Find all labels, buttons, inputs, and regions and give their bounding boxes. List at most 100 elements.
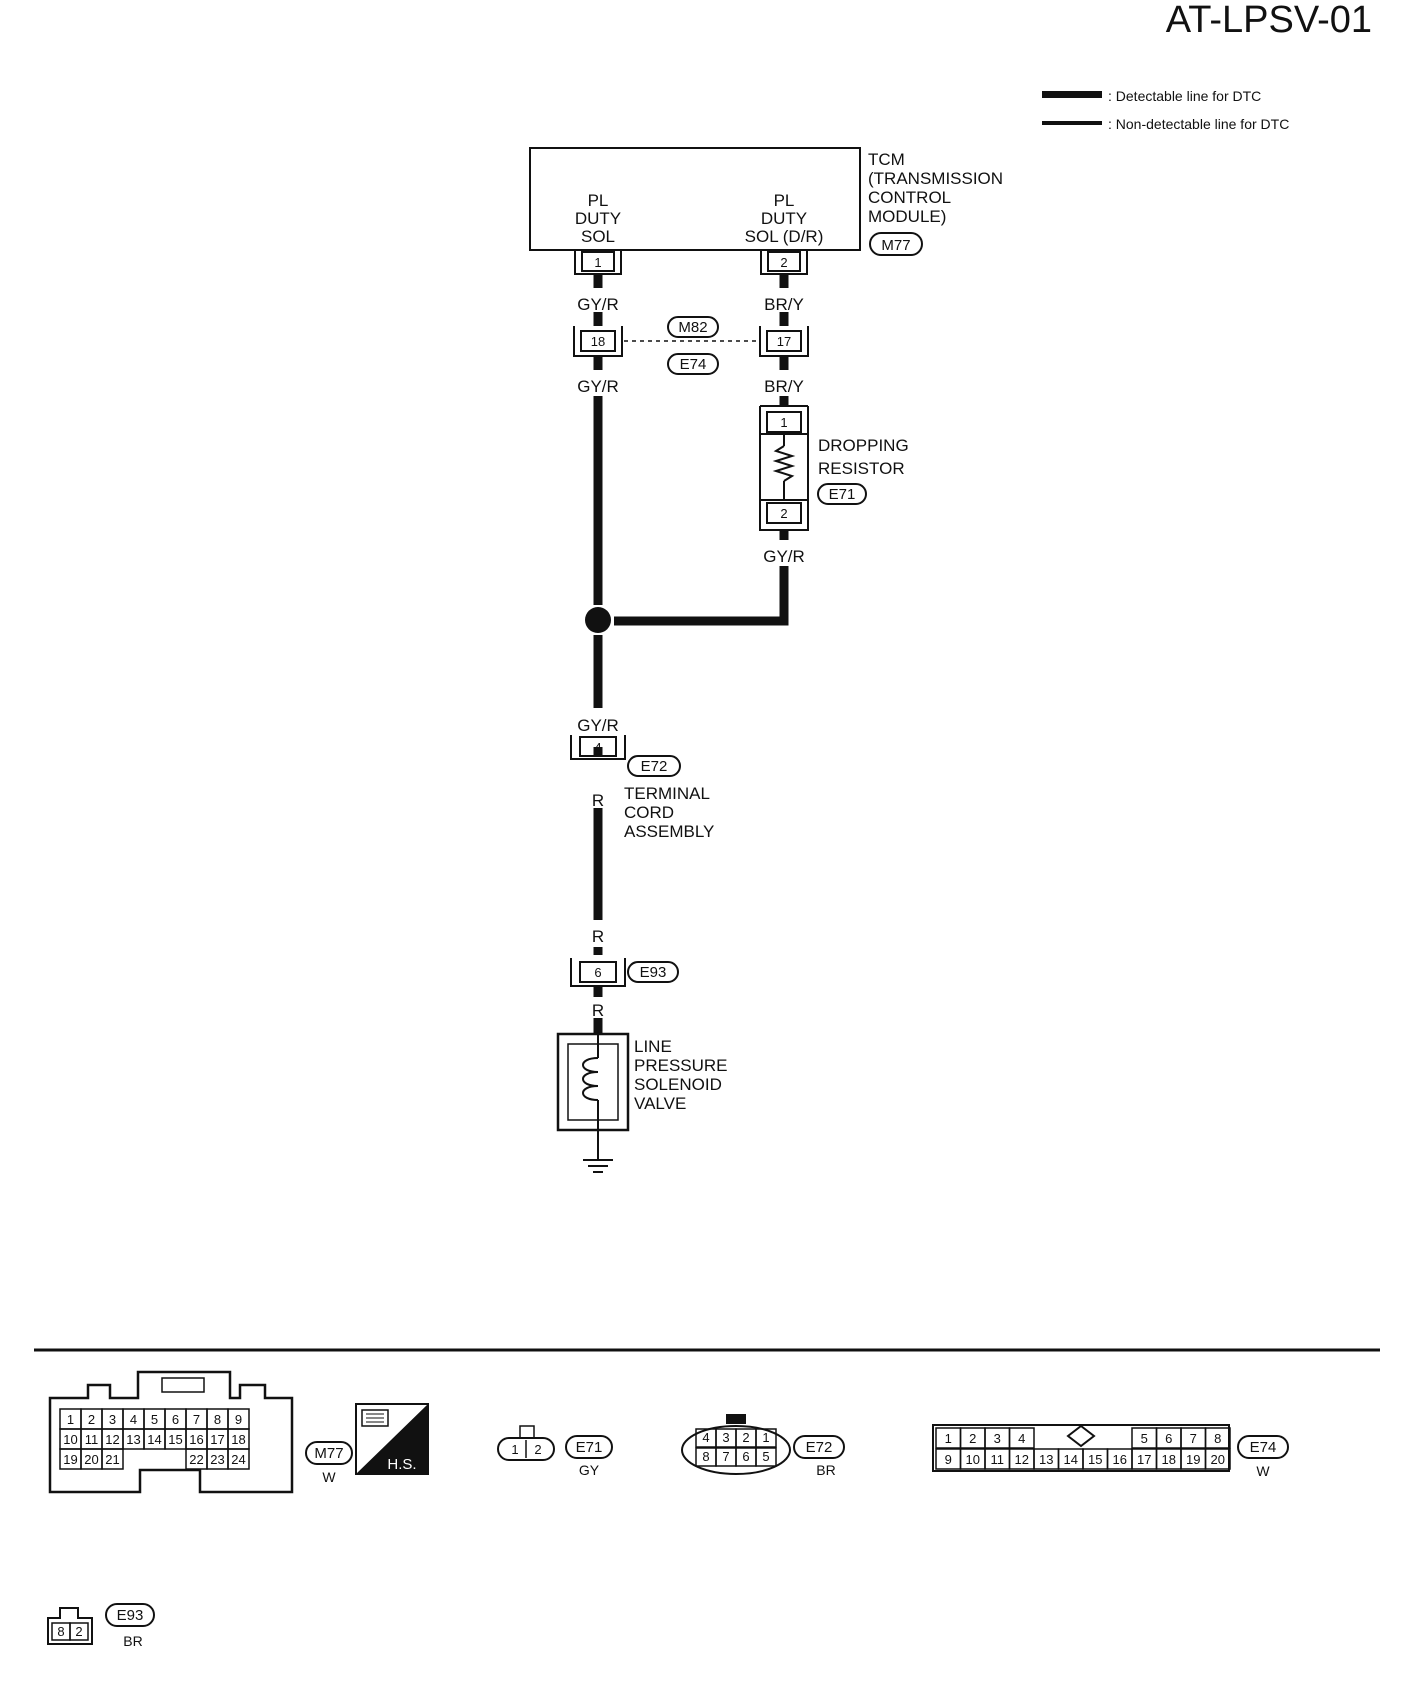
m77-pin-23: 23 xyxy=(210,1452,224,1467)
tcm-pin2-label-3: SOL (D/R) xyxy=(745,227,824,246)
tcm-pin1-label-2: DUTY xyxy=(575,209,621,228)
m77-pin-21: 21 xyxy=(105,1452,119,1467)
joint-code-top: M82 xyxy=(678,319,707,336)
e74-pin-8: 8 xyxy=(1214,1431,1221,1446)
m77-pin-19: 19 xyxy=(63,1452,77,1467)
e74-pin-16: 16 xyxy=(1113,1452,1127,1467)
e74-pin-4: 4 xyxy=(1018,1431,1025,1446)
solenoid-name-1: LINE xyxy=(634,1037,672,1056)
e72-pin-5-cell xyxy=(755,1447,777,1467)
m77-pin-1: 1 xyxy=(67,1412,74,1427)
e72-pin-4: 4 xyxy=(702,1430,709,1445)
wire-right xyxy=(614,274,789,626)
e74-view-color: W xyxy=(1256,1463,1270,1479)
e71-view-pin-2: 2 xyxy=(534,1442,541,1457)
m77-pin-11: 11 xyxy=(85,1432,99,1447)
e74-pin-4-cell xyxy=(1008,1427,1035,1449)
terminal-name-1: TERMINAL xyxy=(624,784,710,803)
e74-pin-20-cell xyxy=(1204,1448,1231,1470)
tcm-name-3: CONTROL xyxy=(868,188,951,207)
m77-pin-24: 24 xyxy=(231,1452,245,1467)
e74-pin-13: 13 xyxy=(1039,1452,1053,1467)
e74-pin-8-cell xyxy=(1204,1427,1231,1449)
dropping-resistor: 1 2 DROPPING RESISTOR E71 xyxy=(759,405,909,531)
e72-pin-3: 3 xyxy=(722,1430,729,1445)
e72-pin-5: 5 xyxy=(762,1449,769,1464)
e74-view-code: E74 xyxy=(1250,1439,1277,1456)
m77-view-color: W xyxy=(322,1469,336,1485)
e72-pin-6: 6 xyxy=(742,1449,749,1464)
m77-pin-13: 13 xyxy=(126,1432,140,1447)
e74-pin-9: 9 xyxy=(945,1452,952,1467)
wire-label-right-top: BR/Y xyxy=(764,295,804,314)
legend-non-detectable-swatch xyxy=(1042,121,1102,125)
legend-non-detectable-text: : Non-detectable line for DTC xyxy=(1108,116,1289,132)
m77-pin-7: 7 xyxy=(193,1412,200,1427)
resistor-code: E71 xyxy=(829,486,856,503)
tcm-name-1: TCM xyxy=(868,150,905,169)
solenoid-coil-icon xyxy=(582,1057,599,1101)
tcm-pin2-label-1: PL xyxy=(774,191,795,210)
m77-pin-15: 15 xyxy=(168,1432,182,1447)
e74-pin-10: 10 xyxy=(966,1452,980,1467)
e74-pin-14: 14 xyxy=(1064,1452,1078,1467)
terminal-code: E72 xyxy=(641,758,668,775)
tcm-pin1-number: 1 xyxy=(594,255,601,270)
tcm-name-4: MODULE) xyxy=(868,207,946,226)
wire-label-to-terminal: GY/R xyxy=(577,716,619,735)
tcm-name-2: (TRANSMISSION xyxy=(868,169,1003,188)
e74-pin-7: 7 xyxy=(1190,1431,1197,1446)
tcm-code-oval xyxy=(869,232,923,256)
e74-pin-12: 12 xyxy=(1015,1452,1029,1467)
tcm-pin2-label-2: DUTY xyxy=(761,209,807,228)
m77-pin-24-cell xyxy=(227,1448,250,1470)
m77-pin-8: 8 xyxy=(214,1412,221,1427)
e74-pin-3: 3 xyxy=(994,1431,1001,1446)
e74-pin-17: 17 xyxy=(1137,1452,1151,1467)
solenoid-name-2: PRESSURE xyxy=(634,1056,728,1075)
m77-pin-3: 3 xyxy=(109,1412,116,1427)
legend: : Detectable line for DTC : Non-detectab… xyxy=(1042,88,1289,132)
resistor-pin-bottom: 2 xyxy=(780,506,787,521)
e71-view-color: GY xyxy=(579,1462,600,1478)
m77-view-code: M77 xyxy=(314,1445,343,1462)
m77-pin-17: 17 xyxy=(210,1432,224,1447)
legend-detectable-text: : Detectable line for DTC xyxy=(1108,88,1261,104)
splice-point xyxy=(585,607,611,633)
wire-label-before-e93: R xyxy=(592,927,604,946)
joint-left-pin: 18 xyxy=(591,334,605,349)
e93-view-pin-1: 8 xyxy=(57,1624,64,1639)
e74-pin-19: 19 xyxy=(1186,1452,1200,1467)
legend-detectable-swatch xyxy=(1042,91,1102,98)
tcm-module: PL DUTY SOL PL DUTY SOL (D/R) TCM (TRANS… xyxy=(529,147,1003,256)
e74-pin-2: 2 xyxy=(969,1431,976,1446)
hs-label: H.S. xyxy=(387,1456,416,1473)
m77-pin-10: 10 xyxy=(63,1432,77,1447)
e72-pin-2: 2 xyxy=(742,1430,749,1445)
e74-pin-15: 15 xyxy=(1088,1452,1102,1467)
m77-pin-9: 9 xyxy=(235,1412,242,1427)
hs-badge: H.S. xyxy=(355,1403,429,1475)
page-title: AT-LPSV-01 xyxy=(1166,0,1372,41)
wire-label-right-mid: BR/Y xyxy=(764,377,804,396)
joint-connector: 18 17 M82 E74 xyxy=(573,316,809,375)
resistor-name-2: RESISTOR xyxy=(818,459,905,478)
e74-pin-1: 1 xyxy=(945,1431,952,1446)
e93-view-pin-2: 2 xyxy=(75,1624,82,1639)
line-pressure-solenoid: LINE PRESSURE SOLENOID VALVE xyxy=(556,1032,728,1173)
e93-connector: 6 E93 xyxy=(570,958,679,987)
terminal-name-2: CORD xyxy=(624,803,674,822)
wire-label-left-top: GY/R xyxy=(577,295,619,314)
e93-pin: 6 xyxy=(594,965,601,980)
terminal-name-3: ASSEMBLY xyxy=(624,822,714,841)
m77-pin-18: 18 xyxy=(231,1432,245,1447)
e71-view-pin-1: 1 xyxy=(511,1442,518,1457)
wire-label-after-terminal: R xyxy=(592,791,604,810)
e72-pin-8: 8 xyxy=(702,1449,709,1464)
e74-pin-11: 11 xyxy=(991,1452,1005,1467)
m77-pin-2: 2 xyxy=(88,1412,95,1427)
tcm-pin1-connector: 1 xyxy=(574,250,622,275)
